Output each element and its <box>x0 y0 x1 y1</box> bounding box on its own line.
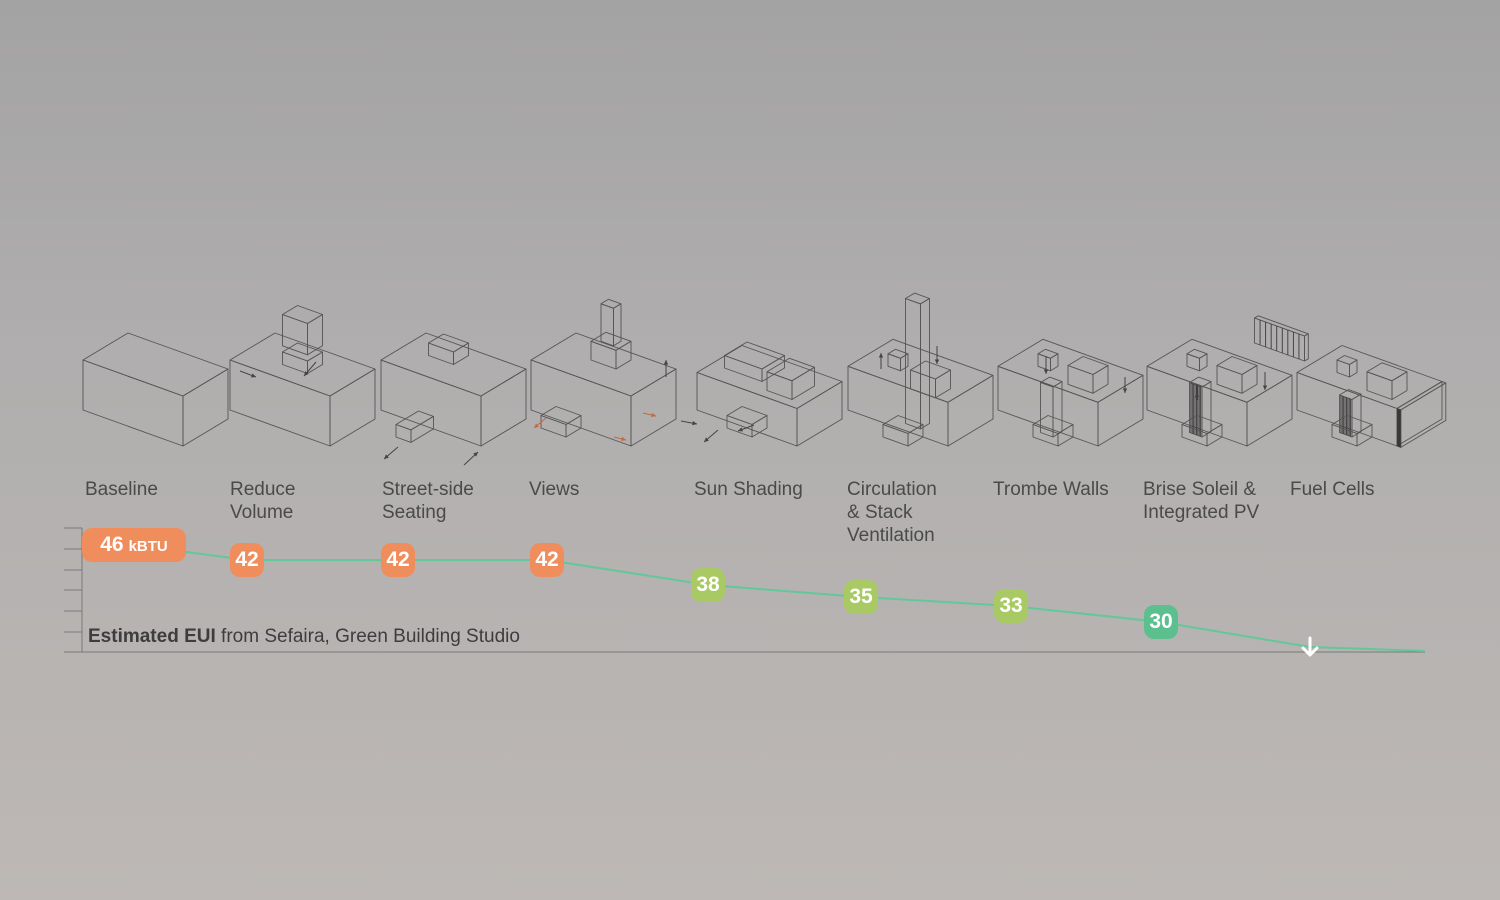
eui-value: 38 <box>696 573 720 596</box>
caption-bold: Estimated EUI <box>88 626 216 647</box>
eui-badge: 42 <box>230 543 264 577</box>
step-label: Reduce Volume <box>230 479 296 523</box>
eui-value: 42 <box>386 548 410 571</box>
massing-drawing <box>1146 315 1309 447</box>
chart-caption: Estimated EUI from Sefaira, Green Buildi… <box>88 626 520 648</box>
step-label: Circulation & Stack Ventilation <box>847 479 937 546</box>
eui-unit: kBTU <box>128 538 168 555</box>
eui-badge: 30 <box>1144 605 1178 639</box>
eui-value: 30 <box>1149 610 1173 633</box>
step-label: Fuel Cells <box>1290 479 1375 500</box>
massing-drawing <box>847 292 994 447</box>
eui-trend-line <box>133 544 1426 652</box>
eui-badge: 42 <box>381 543 415 577</box>
step-label: Views <box>529 479 580 500</box>
eui-value: 33 <box>999 594 1023 617</box>
eui-badge: 35 <box>844 580 878 614</box>
step-label: Sun Shading <box>694 479 803 500</box>
massing-drawing <box>680 341 843 447</box>
massing-drawing <box>380 332 527 466</box>
step-label: Street-side Seating <box>382 479 474 523</box>
eui-value: 42 <box>535 548 559 571</box>
eui-value: 35 <box>849 585 873 608</box>
massing-drawing <box>82 332 229 447</box>
caption-rest: from Sefaira, Green Building Studio <box>215 626 520 647</box>
eui-badge: 42 <box>530 543 564 577</box>
eui-value: 42 <box>235 548 259 571</box>
massing-drawing <box>229 305 376 447</box>
eui-badge: 33 <box>994 589 1028 623</box>
massing-drawing <box>1296 345 1447 448</box>
massing-drawing <box>530 298 677 447</box>
massing-drawing <box>997 338 1144 447</box>
step-label: Baseline <box>85 479 158 500</box>
step-label: Trombe Walls <box>993 479 1109 500</box>
eui-badge: 38 <box>691 568 725 602</box>
eui-value: 46 <box>100 533 124 556</box>
step-label: Brise Soleil & Integrated PV <box>1143 479 1260 523</box>
arrow-down-icon <box>1301 636 1319 657</box>
